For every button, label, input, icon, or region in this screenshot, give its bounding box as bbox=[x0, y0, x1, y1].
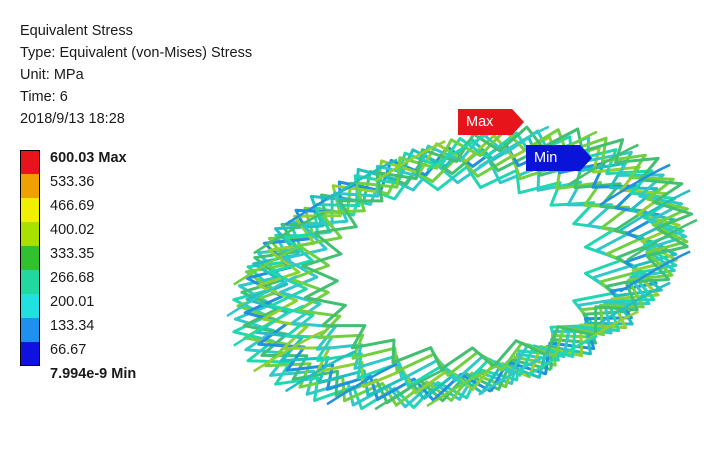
stent-link-strut bbox=[626, 218, 698, 262]
max-probe-text: Max bbox=[466, 114, 494, 130]
stent-link-strut bbox=[253, 330, 325, 373]
stent-link-strut bbox=[619, 250, 691, 293]
legend-swatch-1 bbox=[20, 150, 40, 174]
stent-link-strut bbox=[284, 183, 357, 226]
stent-link-strut bbox=[599, 281, 671, 324]
stent-link-strut bbox=[478, 353, 550, 396]
max-probe-label[interactable]: Max bbox=[458, 109, 524, 135]
legend-label-6: 266.68 bbox=[50, 270, 95, 286]
stent-link-strut bbox=[599, 163, 671, 206]
stent-link-strut bbox=[326, 363, 398, 406]
stent-link-strut bbox=[374, 368, 446, 411]
result-info-panel: Equivalent Stress Type: Equivalent (von-… bbox=[20, 20, 252, 130]
legend-swatch-7 bbox=[20, 294, 40, 318]
result-title: Equivalent Stress bbox=[20, 23, 133, 39]
min-probe-label[interactable]: Min bbox=[526, 145, 592, 171]
stent-link-strut bbox=[226, 274, 298, 318]
stent-link-strut bbox=[284, 350, 357, 393]
stent-link-strut bbox=[567, 143, 639, 186]
legend-min-label: 7.994e-9 Min bbox=[50, 366, 137, 382]
legend-label-8: 133.34 bbox=[50, 318, 95, 334]
stent-ring-11 bbox=[301, 125, 694, 371]
result-unit: Unit: MPa bbox=[20, 67, 84, 83]
legend-swatch-3 bbox=[20, 198, 40, 222]
legend-swatch-9 bbox=[20, 342, 40, 366]
legend-swatch-2 bbox=[20, 174, 40, 198]
result-date: 2018/9/13 18:28 bbox=[20, 111, 125, 127]
stent-link-strut bbox=[619, 189, 691, 232]
stent-link-strut bbox=[478, 125, 550, 168]
stent-link-strut bbox=[233, 243, 305, 286]
legend-label-4: 400.02 bbox=[50, 222, 95, 238]
result-type: Type: Equivalent (von-Mises) Stress bbox=[20, 45, 253, 61]
min-probe-text: Min bbox=[534, 150, 558, 166]
legend-label-2: 533.36 bbox=[50, 174, 95, 190]
stent-link-strut bbox=[426, 364, 498, 408]
legend-label-5: 333.35 bbox=[50, 246, 95, 262]
stent-link-strut bbox=[233, 304, 305, 347]
legend-label-7: 200.01 bbox=[50, 294, 95, 310]
legend-swatch-5 bbox=[20, 246, 40, 270]
result-time: Time: 6 bbox=[20, 89, 68, 105]
stent-ring-8 bbox=[269, 131, 685, 388]
legend-label-9: 66.67 bbox=[50, 342, 87, 358]
legend-swatch-8 bbox=[20, 318, 40, 342]
legend-swatch-6 bbox=[20, 270, 40, 294]
stent-link-strut bbox=[526, 335, 598, 378]
stent-link-strut bbox=[374, 140, 446, 183]
legend-label-3: 466.69 bbox=[50, 198, 95, 214]
legend-max-label: 600.03 Max bbox=[50, 150, 127, 166]
stent-link-strut bbox=[253, 212, 325, 255]
legend-swatch-4 bbox=[20, 222, 40, 246]
stent-link-strut bbox=[326, 158, 398, 201]
